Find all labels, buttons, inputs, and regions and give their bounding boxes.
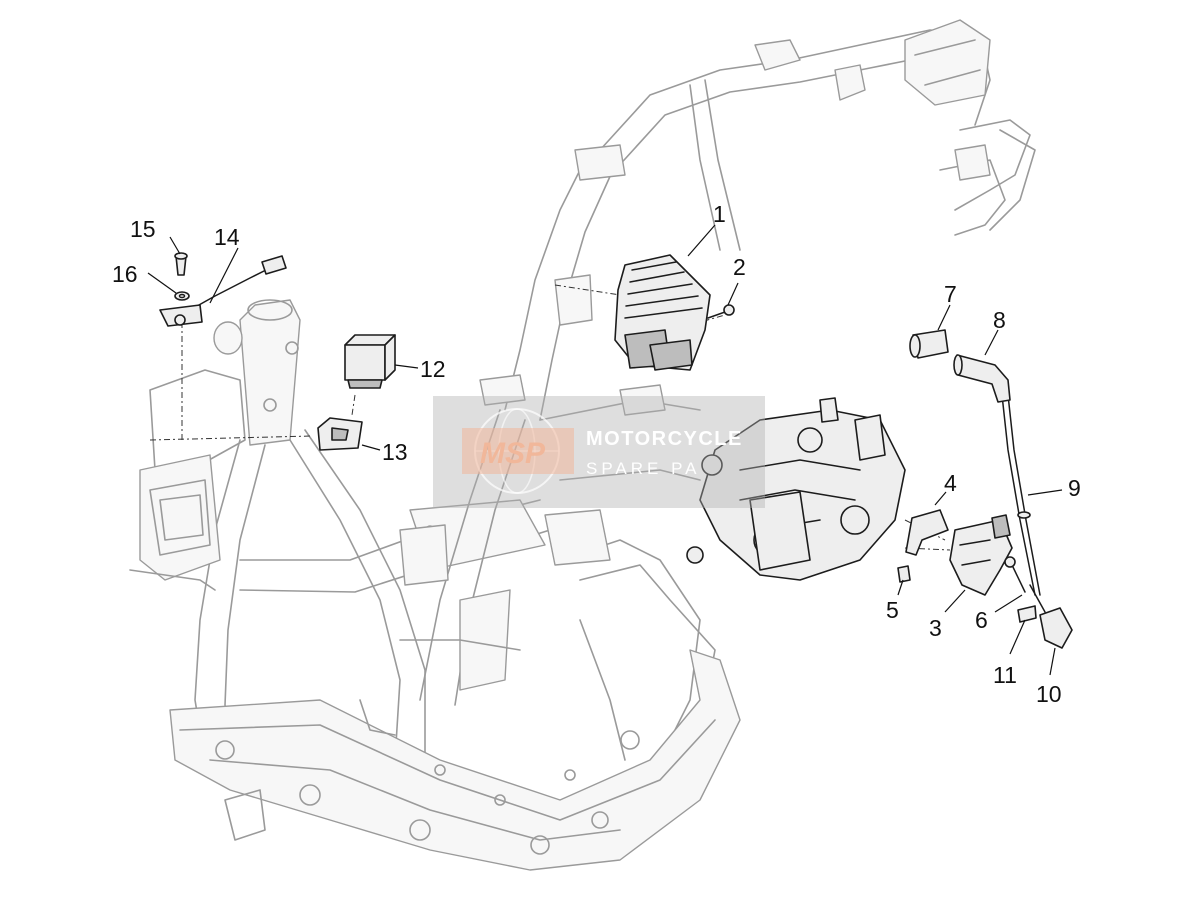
- part-12-relay: [344, 334, 396, 389]
- watermark-title: MOTORCYCLE: [586, 428, 743, 450]
- part-4-bracket: [905, 509, 949, 556]
- callout-16: 16: [112, 261, 138, 287]
- watermark-logo: MSP: [480, 437, 546, 470]
- assembly-lines: [149, 284, 951, 551]
- callout-12: 12: [420, 356, 446, 382]
- callout-9: 9: [1068, 475, 1081, 501]
- part-13-relay-bracket: [317, 417, 363, 451]
- callout-15: 15: [130, 216, 156, 242]
- callout-13: 13: [382, 439, 408, 465]
- callout-5: 5: [886, 597, 899, 623]
- watermark: MSP MOTORCYCLE SPARE PA: [433, 396, 765, 508]
- part-7-cap: [909, 329, 949, 359]
- scooter-frame: [129, 19, 1036, 871]
- callout-14: 14: [214, 224, 240, 250]
- callout-3: 3: [929, 615, 942, 641]
- callout-2: 2: [733, 254, 746, 280]
- part-15-screw: [174, 252, 188, 276]
- callout-6: 6: [975, 607, 988, 633]
- callout-7: 7: [944, 281, 957, 307]
- callout-8: 8: [993, 307, 1006, 333]
- part-5-spacer: [897, 565, 911, 583]
- callout-10: 10: [1036, 681, 1062, 707]
- callout-labels: 1 2 3 4 5 6 7 8 9 10 11 12 13 14 15 16: [112, 201, 1081, 707]
- callout-4: 4: [944, 470, 957, 496]
- part-10-spark-plug-cap: [1029, 584, 1073, 649]
- part-9-ht-lead: [1001, 394, 1041, 596]
- part-2-screw: [707, 304, 735, 319]
- part-8-plug-cap: [953, 354, 1011, 403]
- callout-11: 11: [993, 662, 1017, 688]
- part-6-screw: [1004, 556, 1026, 593]
- watermark-subtitle: SPARE PA: [586, 459, 701, 478]
- leader-lines: [147, 224, 1063, 676]
- part-16-washer: [174, 291, 190, 301]
- part-11-clip: [1017, 605, 1037, 623]
- part-14-sensor-cable: [159, 255, 287, 327]
- part-3-ignition-coil: [949, 514, 1013, 596]
- engine-block: [686, 397, 906, 581]
- callout-1: 1: [713, 201, 726, 227]
- part-1-voltage-regulator: [614, 254, 711, 371]
